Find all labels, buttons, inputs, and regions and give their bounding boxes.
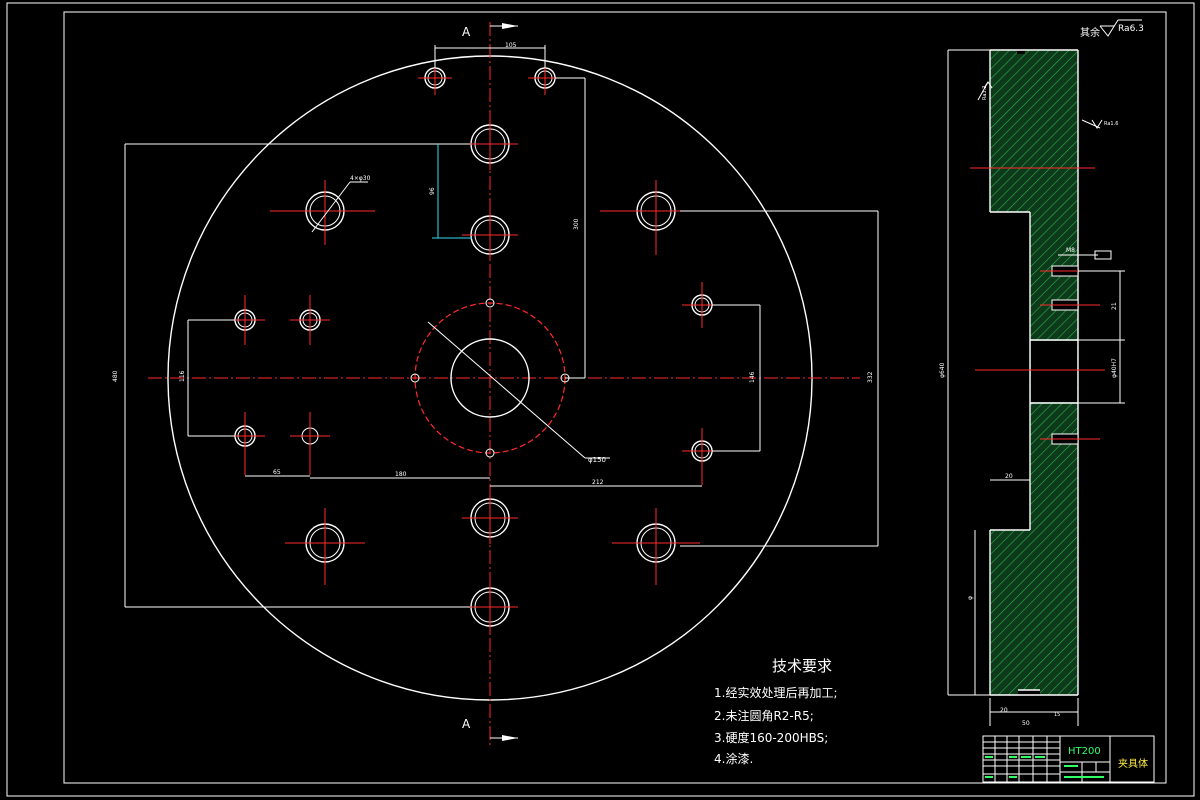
section-roughness: Ra3.2 Ra1.6 [977,81,1118,129]
small-hole-left-c [225,412,265,475]
tech-req-item-4: 4.涂漆. [714,751,753,766]
small-hole-right-b [682,428,722,485]
svg-text:480: 480 [112,370,119,382]
small-hole-left-b [290,295,330,345]
material-label: HT200 [1068,746,1101,757]
section-label-top: A [462,25,471,39]
tech-req-item-3: 3.硬度160-200HBS; [714,730,828,745]
hole-top-1 [462,118,518,170]
bolt-circle-leader [427,321,586,459]
part-name-label: 夹具体 [1118,757,1148,770]
title-block-grid [983,736,1060,782]
svg-text:Ra3.2: Ra3.2 [982,86,988,100]
svg-text:212: 212 [592,479,604,486]
svg-text:116: 116 [179,370,186,382]
svg-text:146: 146 [749,371,756,383]
svg-text:φ640: φ640 [939,362,946,378]
tech-req-item-2: 2.未注圆角R2-R5; [714,708,814,723]
front-view: φ150 [112,22,879,748]
tech-req-item-1: 1.经实效处理后再加工; [714,685,838,700]
svg-text:M8: M8 [1066,247,1075,254]
svg-text:300: 300 [573,218,580,230]
hole-lower-right [612,508,700,585]
roughness-value: Ra6.3 [1118,24,1144,34]
svg-text:20: 20 [1005,473,1013,480]
bolt-hole-bottom [485,448,495,458]
svg-text:50: 50 [1022,720,1030,727]
section-marker-top: A [462,23,518,39]
inner-frame [63,11,1167,784]
svg-text:4×φ30: 4×φ30 [350,175,371,182]
svg-text:φ40H7: φ40H7 [1111,358,1118,378]
outer-frame [6,2,1195,797]
section-dimensions: φ640 φ 20 21 φ40H7 M8 50 20 15 [939,49,1125,727]
bolt-hole-left [410,373,420,383]
large-holes [270,118,700,633]
hole-lower-left [285,508,365,585]
hole-top-2 [462,209,518,261]
section-label-bottom: A [462,717,471,731]
section-marker-bottom: A [462,717,518,741]
svg-text:96: 96 [429,187,436,195]
section-view: φ640 φ 20 21 φ40H7 M8 50 20 15 [939,49,1125,727]
hole-bottom-2 [462,581,518,633]
roughness-symbol-icon [1099,19,1119,37]
svg-text:105: 105 [505,42,517,49]
small-hole-left-d [290,412,330,475]
tech-req-title: 技术要求 [772,657,832,675]
svg-text:21: 21 [1111,302,1118,310]
front-dimensions: 105 480 96 300 332 146 116 [112,42,879,608]
svg-text:Ra1.6: Ra1.6 [1104,121,1118,127]
hole-upper-left [270,180,375,245]
svg-text:65: 65 [273,469,281,476]
title-block: HT200 夹具体 [982,735,1155,783]
svg-text:180: 180 [395,471,407,478]
hole-upper-right [600,180,700,255]
section-holes [970,167,1105,445]
svg-text:15: 15 [1054,712,1060,718]
svg-text:20: 20 [1000,707,1008,714]
svg-text:φ: φ [967,596,974,600]
tech-requirements: 技术要求 1.经实效处理后再加工; 2.未注圆角R2-R5; 3.硬度160-2… [714,657,838,766]
roughness-prefix: 其余 [1080,26,1100,39]
roughness-note: 其余 Ra6.3 [1080,19,1144,39]
center-bore [450,338,530,418]
small-holes [225,58,722,485]
bolt-hole-top [485,298,495,308]
svg-text:332: 332 [867,371,874,383]
hole-bottom-1 [462,492,518,544]
bolt-circle-dim: φ150 [588,456,606,464]
